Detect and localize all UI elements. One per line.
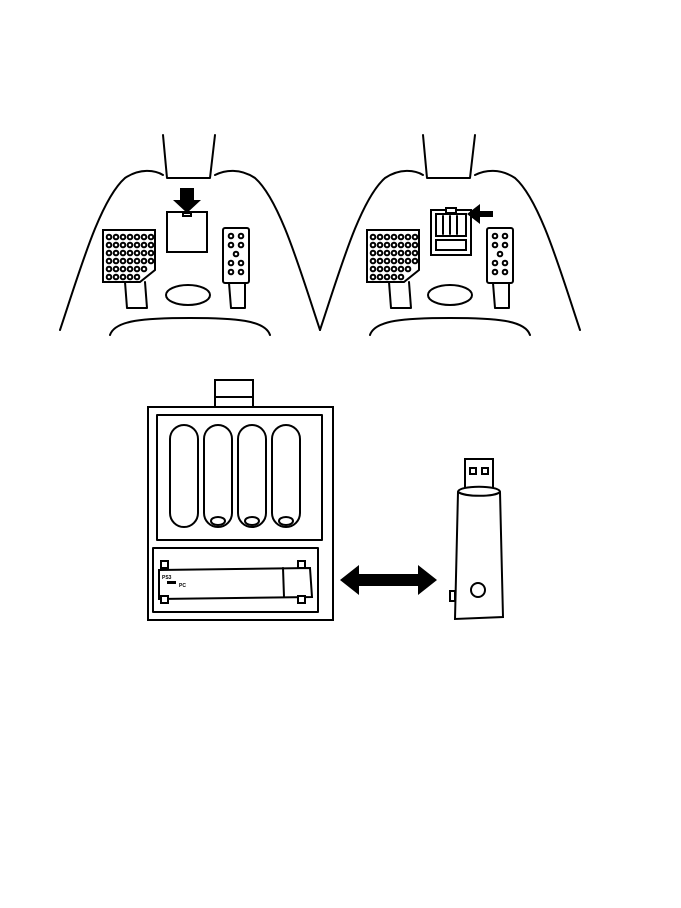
arrow-down-icon — [173, 188, 201, 213]
usb-dongle-body — [455, 487, 503, 619]
pedal-base-illustration-right — [315, 130, 585, 335]
base-bottom-curve — [110, 318, 270, 335]
figure-insert-receiver — [315, 130, 585, 335]
aa-battery — [272, 425, 300, 527]
pedal-base-illustration-left — [55, 130, 325, 335]
clip — [298, 561, 305, 568]
clip — [161, 596, 168, 603]
aa-battery — [204, 425, 232, 527]
tray-tab — [446, 208, 456, 213]
switch-label-ps3: PS3 — [162, 575, 172, 581]
clip — [298, 596, 305, 603]
center-column — [423, 135, 475, 178]
mini-receiver — [436, 240, 466, 250]
center-oval — [428, 285, 472, 305]
switch-label-pc: PC — [179, 583, 186, 589]
cover-latch — [183, 213, 191, 216]
storage-illustration: PS3 PC — [145, 375, 525, 625]
left-pedal-arm — [125, 282, 147, 308]
clip — [161, 561, 168, 568]
left-pedal-arm — [389, 282, 411, 308]
base-bottom-curve — [370, 318, 530, 335]
right-pedal-arm — [229, 283, 245, 308]
figure-receiver-storage: PS3 PC — [145, 375, 525, 625]
center-oval — [166, 285, 210, 305]
usb-contact — [470, 468, 476, 474]
usb-contact — [482, 468, 488, 474]
dongle-side-button — [450, 591, 455, 601]
battery-cover — [167, 212, 207, 252]
figure-remove-cover — [55, 130, 325, 335]
right-pedal-arm — [493, 283, 509, 308]
aa-battery — [238, 425, 266, 527]
mode-switch — [167, 581, 176, 584]
aa-battery — [170, 425, 198, 527]
center-column — [163, 135, 215, 178]
double-arrow-icon — [340, 565, 437, 595]
receiver-cap-line — [283, 568, 284, 597]
